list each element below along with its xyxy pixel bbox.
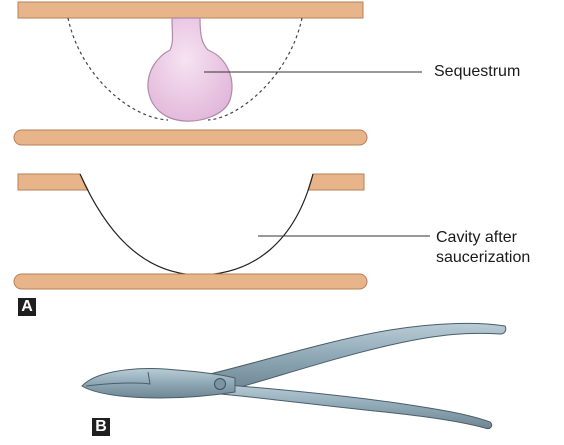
rongeur-pivot-screw	[215, 379, 226, 390]
panel-a-cavity	[14, 174, 430, 289]
panel-a-sequestrum	[14, 2, 422, 145]
upper-cortex-cut-right	[308, 174, 364, 190]
rongeur-lower-handle	[215, 384, 492, 429]
lower-cortex-top	[14, 130, 367, 145]
cavity-label-line-2: saucerization	[436, 248, 530, 268]
saucer-cavity-outline	[80, 174, 313, 275]
bone-rongeur-icon	[82, 323, 506, 428]
panel-b-tag: B	[92, 418, 110, 436]
cavity-label-line-1: Cavity after	[436, 228, 517, 248]
sequestrum-label: Sequestrum	[434, 62, 520, 82]
panel-a-tag: A	[18, 298, 36, 316]
upper-cortex-cut-left	[18, 174, 88, 190]
rongeur-upper-handle	[210, 323, 506, 390]
lower-cortex-bottom	[14, 274, 367, 289]
sequestrum-shape	[148, 18, 232, 121]
upper-cortex-top	[18, 2, 363, 18]
